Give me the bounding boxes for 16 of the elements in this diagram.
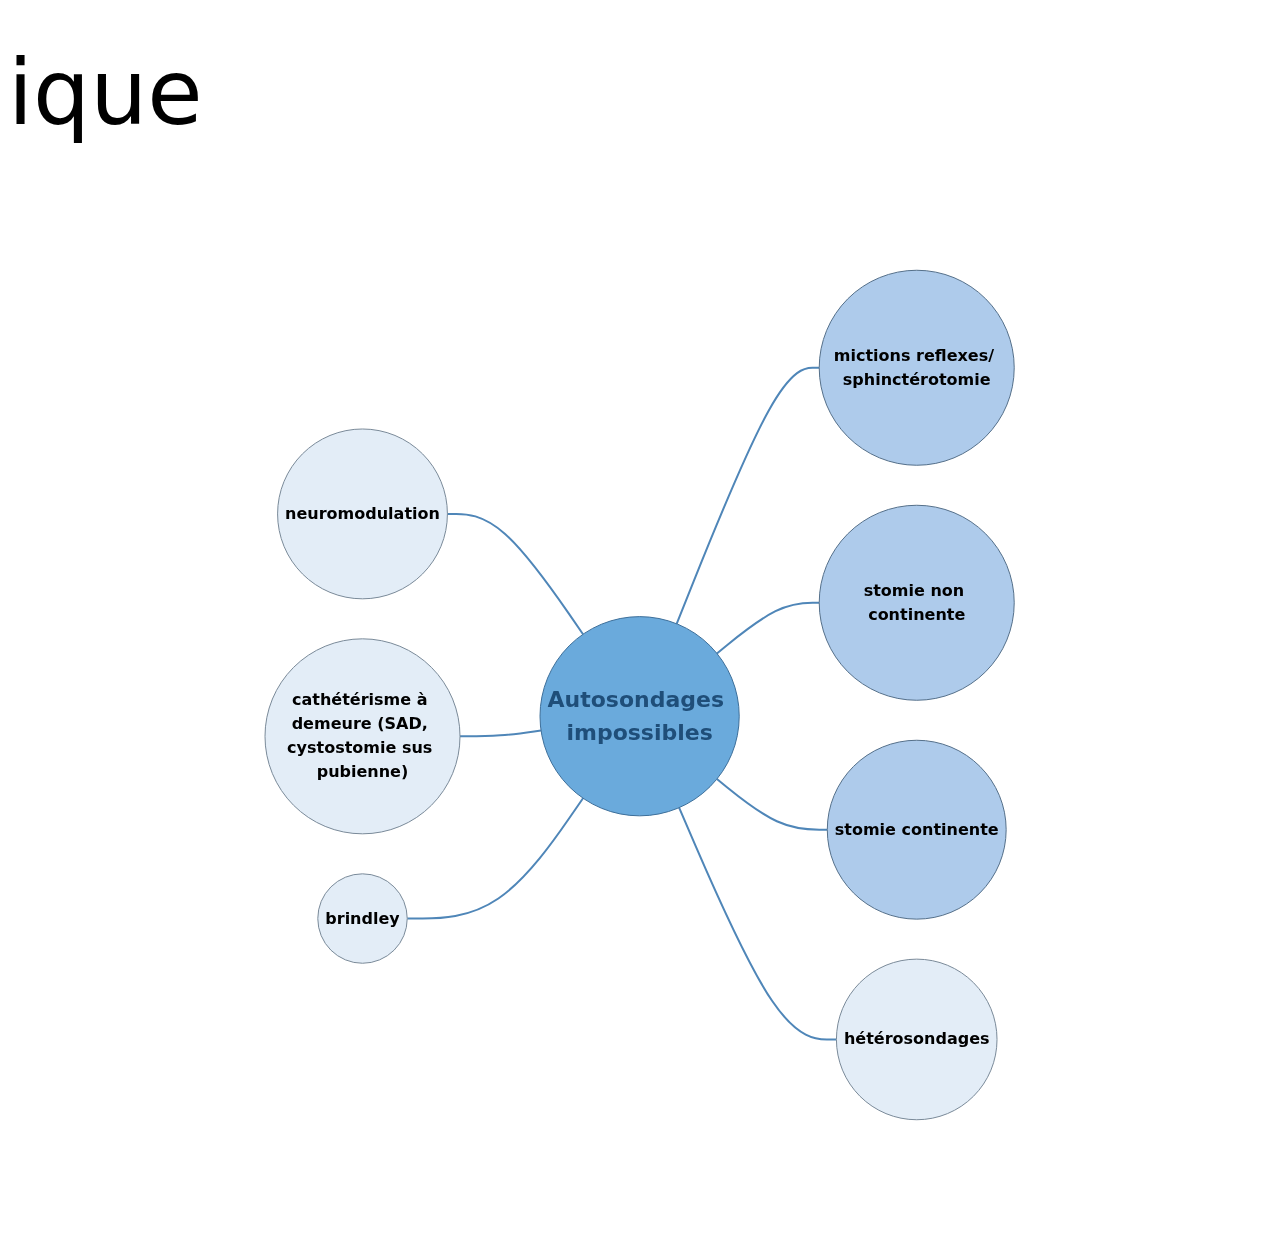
node-circle: stomie non continente [819, 504, 1016, 701]
connector [459, 729, 543, 738]
connector [716, 601, 821, 655]
slide-title-fragment: ique [8, 40, 203, 145]
node-circle: brindley [317, 873, 409, 964]
node-circle: mictions reflexes/ sphinctérotomie [819, 269, 1016, 466]
connector [678, 806, 838, 1041]
node-circle: stomie continente [827, 739, 1008, 920]
connector [446, 512, 585, 636]
connector [406, 797, 585, 920]
node-circle: Autosondages impossibles [539, 616, 741, 817]
node-circle: hétérosondages [836, 958, 998, 1121]
node-circle: neuromodulation [277, 428, 449, 600]
node-circle: cathétérisme à demeure (SAD, cystostomie sus pubienne) [264, 638, 461, 835]
connector [716, 778, 829, 831]
connector [676, 366, 821, 625]
